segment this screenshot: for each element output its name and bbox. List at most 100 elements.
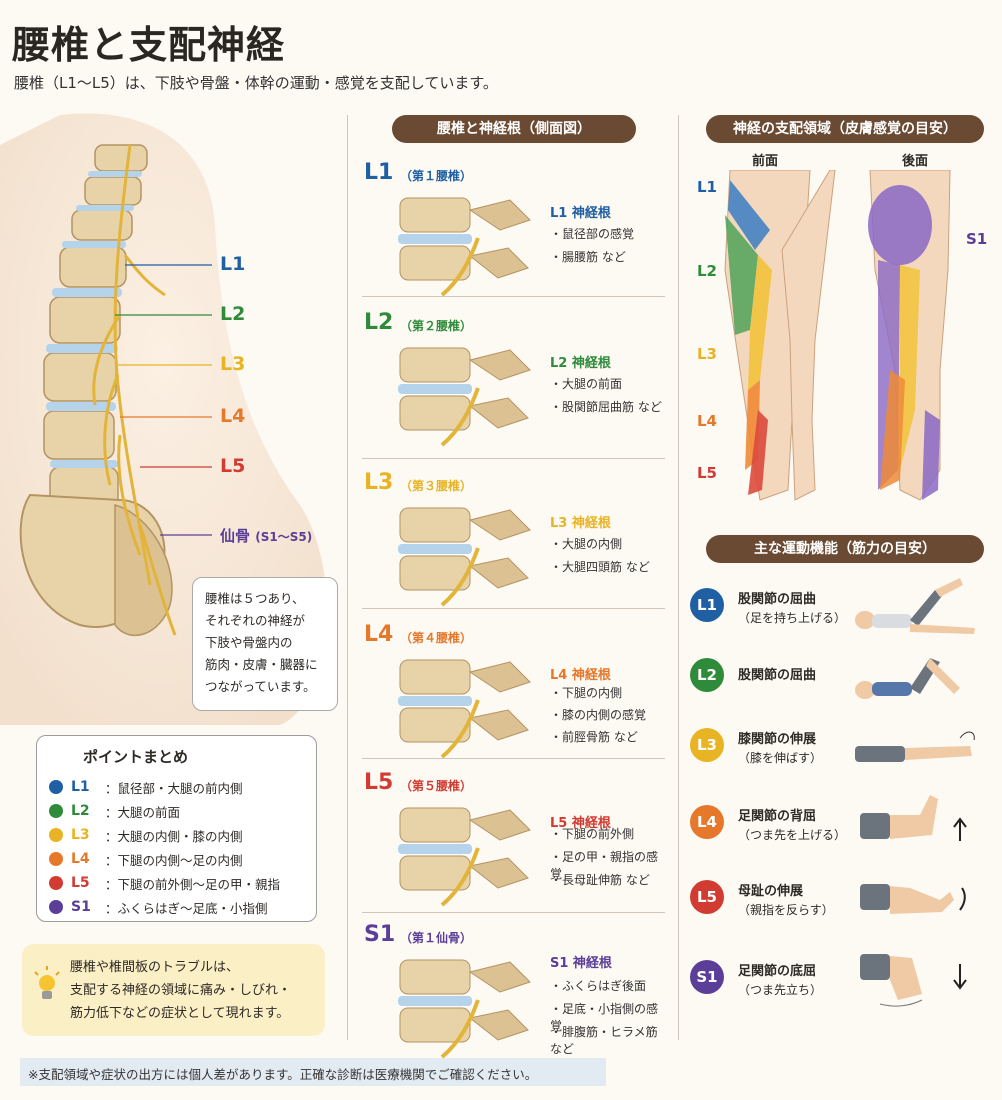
- vertebra-illustration: [398, 807, 531, 907]
- dermatome-label-l4: L4: [697, 412, 717, 430]
- vertebra-illustration: [398, 959, 531, 1059]
- toe-extension-illustration: [860, 884, 966, 914]
- nerve-function: ・腓腹筋・ヒラメ筋 など: [550, 1025, 658, 1056]
- note-box: 腰椎は５つあり、 それぞれの神経が 下肢や骨盤内の 筋肉・皮膚・臓器に つながっ…: [192, 577, 338, 711]
- spine-label-l4: L4: [220, 405, 246, 427]
- dermatome-label-l3: L3: [697, 345, 717, 363]
- spine-label-l3: L3: [220, 353, 246, 375]
- dot-l3: [49, 828, 63, 842]
- vertebra-row-l2: L2 （第２腰椎） L2 神経根 ・大腿の前面 ・股関節屈曲筋 など: [360, 310, 665, 460]
- vertebra-illustration: [398, 659, 531, 759]
- motor-header: 主な運動機能（筋力の目安）: [706, 535, 984, 563]
- vertebra-row-s1: S1 （第１仙骨） S1 神経根 ・ふくらはぎ後面 ・足底・小指側の感覚 ・腓腹…: [360, 922, 665, 1072]
- hip-flexion-illustration: [855, 578, 975, 634]
- nerve-function: ・下腿の内側: [550, 686, 623, 700]
- nerve-function: ・股関節屈曲筋 など: [550, 400, 662, 414]
- dermatome-label-l5: L5: [697, 464, 717, 482]
- nerve-root-label: L5 神経根: [550, 816, 611, 831]
- ankle-dorsiflexion-illustration: [860, 795, 967, 841]
- vertebra-sub: （第５腰椎）: [400, 779, 473, 793]
- spine-label-l5: L5: [220, 455, 246, 477]
- back-view-label: 後面: [902, 154, 929, 169]
- nerve-function: ・大腿の前面: [550, 377, 623, 391]
- vertebra-code: L3: [364, 470, 394, 495]
- nerve-root-label: L1 神経根: [550, 206, 611, 221]
- note-line: 腰椎は５つあり、: [205, 591, 305, 606]
- warning-line: 腰椎や椎間板のトラブルは、: [70, 960, 240, 975]
- nerve-root-label: L3 神経根: [550, 516, 611, 531]
- vertebra-code: L4: [364, 622, 394, 647]
- motor-title: 膝関節の伸展: [738, 732, 817, 747]
- spine-label-l1: L1: [220, 253, 246, 275]
- row-divider: [362, 296, 665, 297]
- vertebra-sub: （第１仙骨）: [400, 931, 473, 945]
- dot-l4: [49, 852, 63, 866]
- points-text: ：下腿の内側〜足の内側: [105, 852, 243, 868]
- points-code: L5: [71, 875, 90, 891]
- vertebra-sub: （第２腰椎）: [400, 319, 473, 333]
- vertebra-code: L2: [364, 310, 394, 335]
- vertebra-row-l5: L5 （第５腰椎） L5 神経根 ・下腿の前外側 ・足の甲・親指の感覚 ・長母趾…: [360, 770, 665, 920]
- motor-badge: S1: [690, 960, 724, 994]
- page-title: 腰椎と支配神経: [12, 23, 286, 67]
- points-code: L1: [71, 779, 90, 795]
- nerve-function: ・足の甲・親指の感覚: [550, 850, 659, 881]
- dot-l2: [49, 804, 63, 818]
- vertebra-code: S1: [364, 922, 396, 947]
- nerve-root-label: L4 神経根: [550, 668, 611, 683]
- vertebra-code: L5: [364, 770, 394, 795]
- motor-badge: L2: [690, 658, 724, 692]
- points-code: L2: [71, 803, 90, 819]
- points-text: ：大腿の内側・膝の内側: [105, 828, 243, 844]
- motor-sub: （つま先立ち）: [738, 983, 823, 997]
- motor-row-l1: L1 股関節の屈曲 （足を持ち上げる）: [690, 578, 990, 648]
- lightbulb-icon: [34, 966, 60, 999]
- dermatome-label-s1: S1: [966, 230, 988, 248]
- spine-label-l2: L2: [220, 303, 246, 325]
- note-line: つながっています。: [205, 679, 316, 694]
- nerve-function: ・前脛骨筋 など: [550, 730, 638, 744]
- dermatome-label-l2: L2: [697, 262, 717, 280]
- motor-title: 足関節の背屈: [738, 809, 817, 824]
- motor-sub: （親指を反らす）: [738, 903, 834, 917]
- spine-label-sacrum: 仙骨 (S1〜S5): [220, 525, 312, 546]
- spine-illustration: L1 L2 L3 L4 L5 仙骨 (S1〜S5): [0, 105, 345, 725]
- motor-badge: L1: [690, 588, 724, 622]
- nerve-function: ・鼠径部の感覚: [550, 227, 635, 241]
- sacrum-label: 仙骨: [220, 527, 251, 545]
- middle-header: 腰椎と神経根（側面図）: [392, 115, 636, 143]
- note-line: 下肢や骨盤内の: [205, 635, 293, 650]
- motor-sub: （つま先を上げる）: [738, 828, 847, 842]
- points-text: ：下腿の前外側〜足の甲・親指: [105, 876, 281, 892]
- points-text: ：鼠径部・大腿の前内側: [105, 780, 243, 796]
- nerve-function: ・大腿の内側: [550, 537, 623, 551]
- vertebra-row-l4: L4 （第４腰椎） L4 神経根 ・下腿の内側 ・膝の内側の感覚 ・前脛骨筋 な…: [360, 622, 665, 772]
- row-divider: [362, 458, 665, 459]
- points-code: L3: [71, 827, 90, 843]
- points-text: ：大腿の前面: [105, 804, 181, 820]
- points-code: L4: [71, 851, 90, 867]
- dot-l1: [49, 780, 63, 794]
- motor-row-l5: L5 母趾の伸展 （親指を反らす）: [690, 870, 990, 940]
- motor-title: 母趾の伸展: [738, 884, 804, 899]
- note-line: それぞれの神経が: [205, 613, 306, 628]
- motor-sub: （足を持ち上げる）: [738, 611, 847, 625]
- warning-line: 筋力低下などの症状として現れます。: [70, 1006, 290, 1021]
- points-code: S1: [71, 899, 91, 915]
- motor-row-s1: S1 足関節の底屈 （つま先立ち）: [690, 950, 990, 1020]
- motor-row-l2: L2 股関節の屈曲: [690, 648, 990, 718]
- points-item: L5 ：下腿の前外側〜足の甲・親指: [49, 871, 304, 895]
- points-text: ：ふくらはぎ〜足底・小指側: [105, 900, 268, 916]
- front-view-label: 前面: [752, 154, 779, 169]
- nerve-function: ・ふくらはぎ後面: [550, 979, 647, 993]
- motor-title: 股関節の屈曲: [738, 592, 817, 607]
- motor-title: 足関節の底屈: [738, 964, 817, 979]
- nerve-function: ・膝の内側の感覚: [550, 708, 647, 722]
- motor-badge: L4: [690, 805, 724, 839]
- plantar-flexion-illustration: [860, 954, 967, 1007]
- vertebra-illustration: [398, 347, 531, 447]
- nerve-root-label: S1 神経根: [550, 956, 612, 971]
- warning-line: 支配する神経の領域に痛み・しびれ・: [70, 983, 292, 998]
- motor-badge: L3: [690, 728, 724, 762]
- divider-right: [678, 115, 679, 1040]
